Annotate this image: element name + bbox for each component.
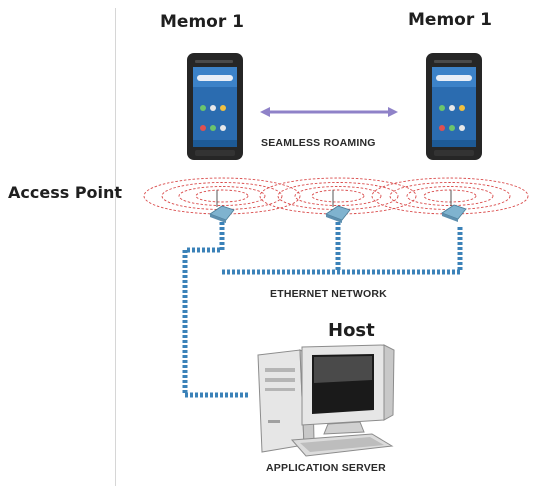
network-cable-icon <box>182 222 463 398</box>
smartphone-icon <box>187 53 243 160</box>
network-label: ETHERNET NETWORK <box>270 288 387 300</box>
server-computer-icon <box>257 344 395 457</box>
roaming-label: SEAMLESS ROAMING <box>261 137 376 149</box>
server-label: APPLICATION SERVER <box>266 462 386 474</box>
device-label-right: Memor 1 <box>408 10 492 30</box>
access-point-icon <box>325 190 351 223</box>
device-label-left: Memor 1 <box>160 12 244 32</box>
host-label: Host <box>328 320 375 341</box>
access-point-icon <box>441 190 467 222</box>
double-arrow-icon <box>260 107 398 117</box>
access-point-icon <box>209 190 235 223</box>
wifi-signal-icon <box>143 177 529 215</box>
divider-line <box>115 8 116 486</box>
access-point-label: Access Point <box>8 183 123 202</box>
smartphone-icon <box>426 53 482 160</box>
